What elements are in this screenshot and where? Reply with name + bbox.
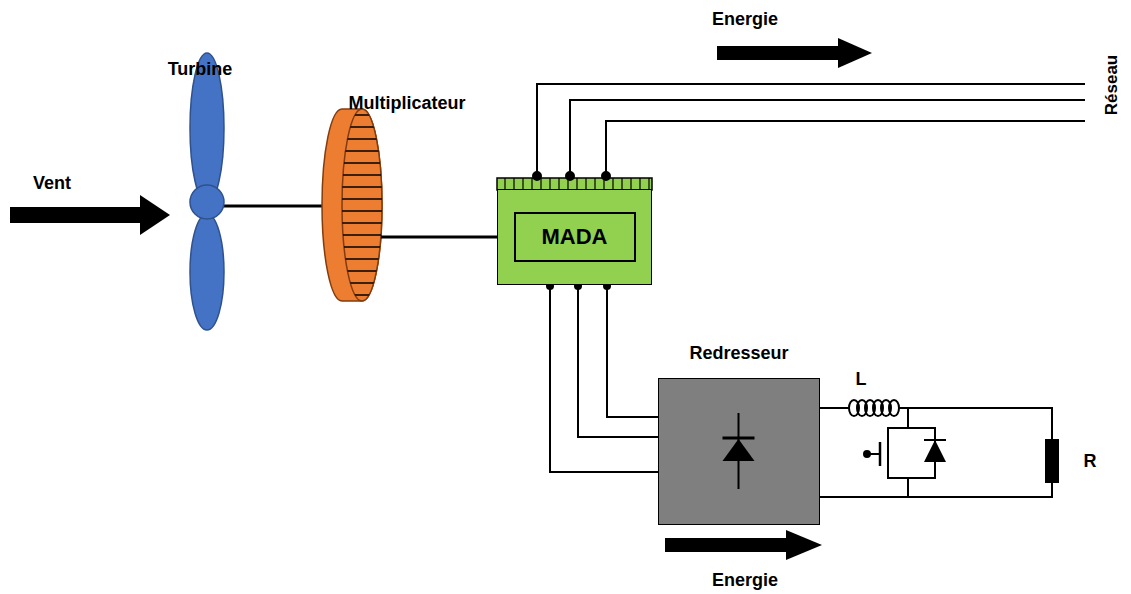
inductor-symbol <box>849 400 899 416</box>
diode-symbol <box>659 379 818 523</box>
energy-label: Energie <box>712 571 778 591</box>
machine-name: MADA <box>514 212 636 262</box>
turbine <box>190 53 340 330</box>
inductor-label: L <box>856 370 867 390</box>
wind-label: Vent <box>33 174 71 194</box>
dc-circuit <box>820 400 1058 497</box>
wind-arrow <box>10 195 170 235</box>
resistor-symbol <box>1046 440 1058 482</box>
igbt-symbol <box>864 428 946 478</box>
energy-arrow <box>717 38 872 68</box>
resistor-label: R <box>1084 452 1097 472</box>
grid-label: Réseau <box>1103 55 1122 115</box>
energy-label: Energie <box>712 10 778 30</box>
rotor-wire <box>607 285 658 417</box>
generator-box: MADA <box>497 189 652 285</box>
energy-arrow <box>665 530 822 560</box>
component-label: Multiplicateur <box>348 94 465 114</box>
rotor-wire <box>578 285 658 437</box>
rectifier-box: Redresseur <box>658 378 820 525</box>
component-label: Redresseur <box>689 343 788 364</box>
grid-wires <box>533 84 1085 180</box>
component-label: Turbine <box>168 60 233 80</box>
gearbox <box>322 109 497 301</box>
rotor-wire <box>550 285 658 472</box>
